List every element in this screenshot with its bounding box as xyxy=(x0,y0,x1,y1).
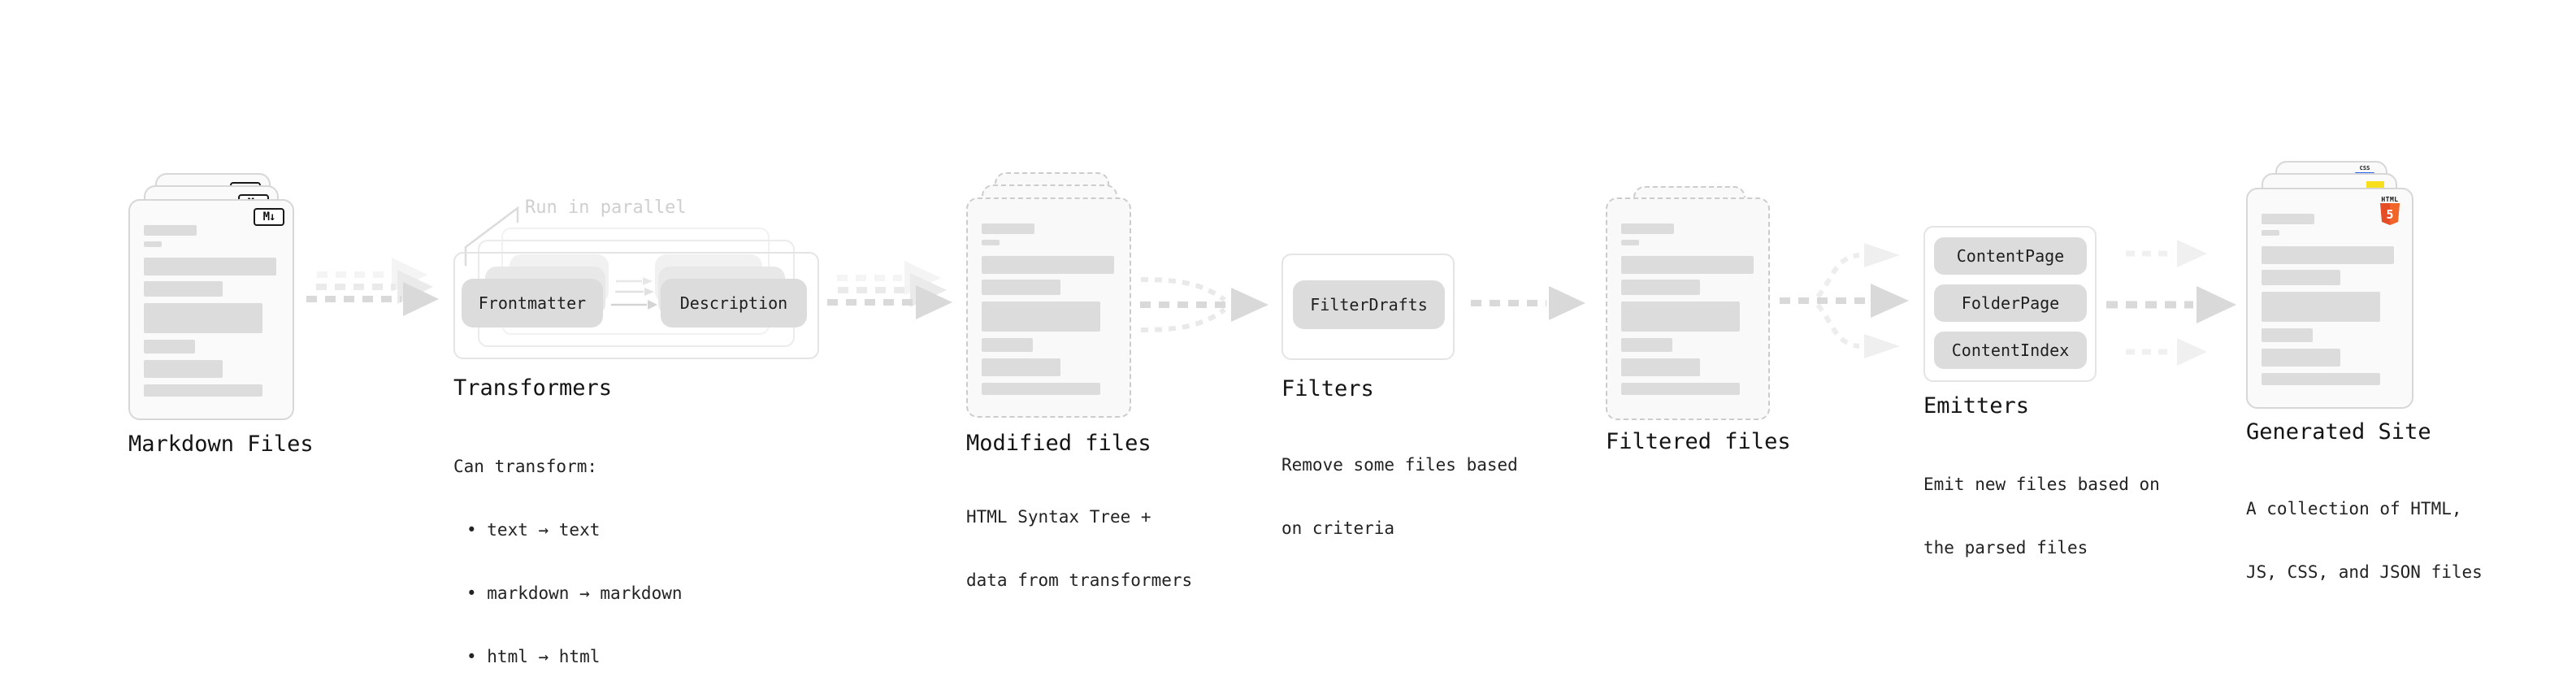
text-line-bar xyxy=(144,281,223,297)
text-line-bar xyxy=(2262,292,2380,322)
filters-description: Remove some files based on criteria xyxy=(1281,412,1518,581)
emitters-description: Emit new files based on the parsed files xyxy=(1923,432,2160,601)
modified-desc-line: HTML Syntax Tree + xyxy=(966,507,1151,527)
text-line-bar xyxy=(144,303,262,333)
emitters-desc-line: the parsed files xyxy=(1923,538,2088,557)
text-line-bar xyxy=(1621,301,1740,332)
text-line-bar xyxy=(1621,280,1700,295)
text-line-bar xyxy=(982,358,1060,376)
contentindex-pill: ContentIndex xyxy=(1934,332,2087,369)
filterdrafts-pill: FilterDrafts xyxy=(1293,280,1445,329)
emitters-box xyxy=(1923,226,2097,382)
text-line-bar xyxy=(982,223,1034,234)
text-line-bar xyxy=(144,360,223,378)
svg-text:5: 5 xyxy=(2386,207,2393,222)
text-line-bar xyxy=(1621,383,1740,395)
arrow-modified-to-filters-merge xyxy=(1140,277,1268,332)
generated-desc-line: A collection of HTML, xyxy=(2246,499,2462,518)
transformers-bullet: • text → text xyxy=(466,520,601,540)
arrow-emitters-to-generated xyxy=(2106,240,2236,366)
filters-label: Filters xyxy=(1281,376,1374,401)
frontmatter-pill: Frontmatter xyxy=(462,279,603,327)
generated-file-card-front: HTML 5 xyxy=(2246,188,2413,409)
transformers-desc-title: Can transform: xyxy=(453,457,598,476)
arrow-frontmatter-to-description xyxy=(611,277,657,310)
text-line-bar xyxy=(982,301,1100,332)
text-line-bar xyxy=(982,338,1033,352)
transformer-box-front xyxy=(453,252,819,359)
text-line-bar xyxy=(1621,240,1639,245)
text-line-bar xyxy=(982,383,1100,395)
generated-desc-line: JS, CSS, and JSON files xyxy=(2246,562,2483,582)
filters-desc-line: Remove some files based xyxy=(1281,455,1518,475)
filters-box xyxy=(1281,254,1455,360)
text-line-bar xyxy=(982,240,1000,245)
contentpage-pill: ContentPage xyxy=(1934,237,2087,275)
transformers-description: Can transform: • text → text • markdown … xyxy=(453,414,683,681)
text-line-bar xyxy=(2262,270,2340,285)
text-line-bar xyxy=(1621,358,1700,376)
description-pill: Description xyxy=(661,279,807,327)
arrow-markdown-to-transformers xyxy=(306,258,439,316)
transformers-bullet: • html → html xyxy=(466,647,601,666)
text-line-bar xyxy=(144,258,276,275)
text-line-bar xyxy=(2262,373,2380,385)
markdown-file-card-front: M↓ xyxy=(128,199,294,420)
html5-shield: 5 xyxy=(2380,203,2400,225)
filters-desc-line: on criteria xyxy=(1281,518,1395,538)
text-line-bar xyxy=(2262,246,2394,264)
html5-icon: HTML 5 xyxy=(2378,196,2402,229)
html5-icon-label: HTML xyxy=(2381,196,2399,203)
markdown-icon: M↓ xyxy=(254,208,284,226)
filtered-files-label: Filtered files xyxy=(1606,429,1791,454)
arrow-filtered-to-emitters-split xyxy=(1780,243,1909,358)
text-line-bar xyxy=(2262,349,2340,367)
modified-files-description: HTML Syntax Tree + data from transformer… xyxy=(966,464,1192,633)
callout-line xyxy=(464,206,519,266)
emitters-label: Emitters xyxy=(1923,393,2030,419)
arrow-transformers-to-modified xyxy=(827,261,952,319)
markdown-files-label: Markdown Files xyxy=(128,432,314,457)
text-line-bar xyxy=(982,256,1114,274)
emitters-desc-line: Emit new files based on xyxy=(1923,475,2160,494)
text-line-bar xyxy=(1621,223,1674,234)
modified-files-label: Modified files xyxy=(966,431,1151,456)
generated-site-label: Generated Site xyxy=(2246,419,2431,445)
text-line-bar xyxy=(144,241,162,247)
css-icon-label: CSS xyxy=(2359,165,2370,171)
filtered-file-card-front xyxy=(1606,197,1770,420)
transformers-label: Transformers xyxy=(453,375,613,401)
generated-site-description: A collection of HTML, JS, CSS, and JSON … xyxy=(2246,456,2483,625)
text-line-bar xyxy=(1621,256,1754,274)
arrow-filters-to-filtered xyxy=(1471,286,1585,320)
text-line-bar xyxy=(2262,328,2313,342)
run-in-parallel-callout: Run in parallel xyxy=(525,197,687,218)
text-line-bar xyxy=(144,340,195,354)
text-line-bar xyxy=(2262,230,2279,236)
text-line-bar xyxy=(144,384,262,397)
modified-desc-line: data from transformers xyxy=(966,570,1193,590)
modified-file-card-front xyxy=(966,197,1131,418)
text-line-bar xyxy=(2262,214,2314,224)
text-line-bar xyxy=(144,225,197,236)
transformers-bullet: • markdown → markdown xyxy=(466,583,683,603)
text-line-bar xyxy=(1621,338,1672,352)
text-line-bar xyxy=(982,280,1060,295)
folderpage-pill: FolderPage xyxy=(1934,284,2087,322)
